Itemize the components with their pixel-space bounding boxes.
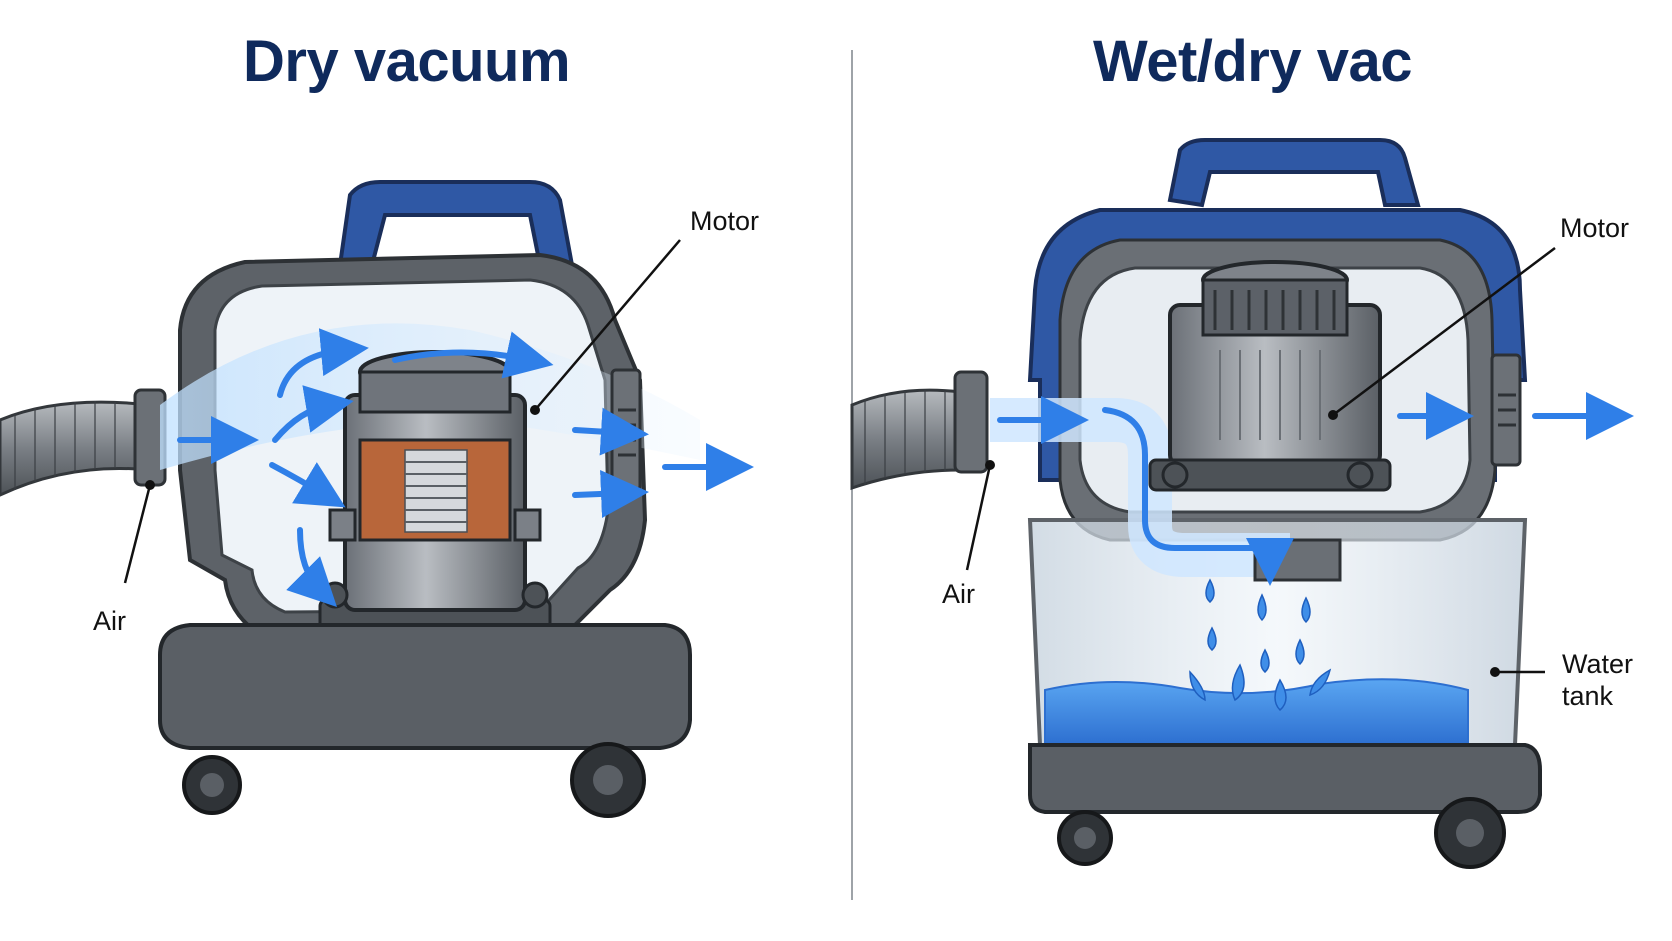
dry-vacuum-title: Dry vacuum: [243, 29, 571, 94]
wet-airflow-arrows: [997, 392, 1634, 586]
wet-water-droplets: [1189, 578, 1332, 712]
dry-airflow-arrows: [177, 328, 754, 607]
wet-motor: [1148, 260, 1392, 492]
wet-water: [1044, 678, 1469, 746]
wet-motor-label: Motor: [1560, 213, 1630, 243]
wet-water-tank-label: Water tank: [1562, 648, 1633, 712]
dry-handle: [337, 180, 575, 267]
dry-motor-label: Motor: [690, 206, 760, 236]
dry-motor: [318, 350, 552, 632]
dry-hose: [0, 388, 167, 497]
wet-water-tank-label-line1: Water: [1562, 649, 1634, 679]
wet-dry-vac-illustration: [850, 138, 1634, 869]
wet-air-label: Air: [942, 579, 975, 609]
dry-vacuum-illustration: [0, 180, 754, 818]
wet-water-tank-label-line2: tank: [1562, 681, 1614, 711]
wet-handle: [1167, 138, 1421, 208]
wet-base: [1028, 743, 1542, 814]
wet-hose: [850, 370, 989, 491]
wet-dry-vac-title: Wet/dry vac: [1093, 29, 1413, 94]
dry-air-label: Air: [93, 606, 126, 636]
dry-base: [158, 623, 692, 750]
